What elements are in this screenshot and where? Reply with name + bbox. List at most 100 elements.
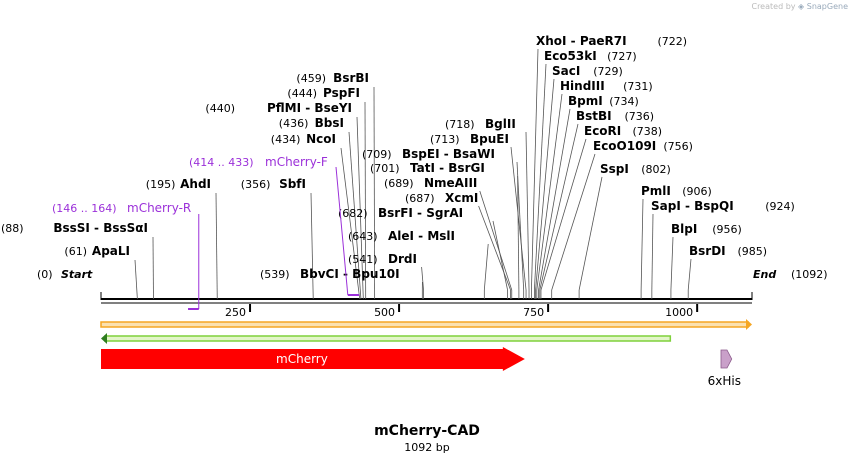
- site-coord: (956): [712, 223, 742, 236]
- site-connector: [551, 153, 596, 291]
- site-name: BpuEI: [470, 132, 509, 146]
- site-coord: (434): [271, 133, 301, 146]
- site-name: BstBI: [576, 109, 612, 123]
- primer-range: (146 .. 164): [52, 202, 117, 215]
- site-coord: (687): [405, 192, 435, 205]
- site-coord: (713): [430, 133, 460, 146]
- snapgene-logo-icon: ◈: [798, 2, 805, 11]
- forward-strand-bar: [100, 321, 749, 328]
- site-connector: [687, 258, 692, 291]
- site-connector: [483, 243, 489, 291]
- site-coord: (356): [241, 178, 271, 191]
- site-name: BbvCI - Bpu10I: [300, 267, 400, 281]
- site-coord: (722): [658, 35, 688, 48]
- primer-connector: [335, 166, 349, 296]
- site-connector: [310, 192, 314, 300]
- site-coord: (701): [370, 162, 400, 175]
- site-name: BssSI - BssSαI: [53, 221, 148, 235]
- site-coord: (436): [279, 117, 309, 130]
- site-coord: (195): [146, 178, 176, 191]
- site-coord: (440): [205, 102, 235, 115]
- site-coord: (729): [593, 65, 623, 78]
- site-connector: [531, 48, 539, 291]
- reverse-strand-arrowhead: [101, 333, 107, 344]
- site-name: HindIII: [560, 79, 605, 93]
- site-connector: [538, 108, 571, 291]
- site-name: Eco53kI: [544, 49, 597, 63]
- site-name: BpmI: [568, 94, 603, 108]
- site-name: AhdI: [180, 177, 211, 191]
- site-name: DrdI: [388, 252, 417, 266]
- site-name: EcoO109I: [593, 139, 656, 153]
- site-coord: (541): [348, 253, 378, 266]
- site-connector: [348, 131, 362, 300]
- site-name: BspEI - BsaWI: [402, 147, 495, 161]
- site-coord: (906): [682, 185, 712, 198]
- his-tag-feature: [720, 349, 733, 369]
- site-coord: (756): [663, 140, 693, 153]
- mcherry-feature-label: mCherry: [276, 352, 328, 366]
- site-coord: (689): [384, 177, 414, 190]
- site-name: XcmI: [445, 191, 478, 205]
- site-coord: (802): [641, 163, 671, 176]
- site-connector: [536, 93, 563, 291]
- site-coord: (61): [64, 245, 87, 258]
- site-name: SapI - BspQI: [651, 199, 734, 213]
- start-label: Start: [61, 268, 93, 281]
- credit-brand: SnapGene: [806, 2, 848, 11]
- site-name: BglII: [485, 117, 516, 131]
- reverse-strand-bar: [104, 335, 672, 342]
- scale-tick-label: 1000: [665, 306, 693, 319]
- site-coord: (709): [362, 148, 392, 161]
- mcherry-feature-arrow: [101, 347, 525, 371]
- site-coord: (643): [348, 230, 378, 243]
- site-coord: (682): [338, 207, 368, 220]
- site-name: PspFI: [323, 86, 360, 100]
- site-name: BsrBI: [333, 71, 369, 85]
- primer-name: mCherry-F: [265, 155, 328, 169]
- site-connector: [510, 146, 527, 291]
- site-connector: [364, 101, 367, 300]
- site-connector: [478, 205, 511, 291]
- site-connector: [517, 175, 520, 291]
- site-name: ApaLI: [92, 244, 130, 258]
- site-connector: [479, 190, 513, 291]
- site-coord: (718): [445, 118, 475, 131]
- scale-tick-label: 500: [374, 306, 395, 319]
- site-name: NcoI: [306, 132, 336, 146]
- scale-tick-label: 250: [225, 306, 246, 319]
- start-coord: (0): [37, 268, 53, 281]
- credit-prefix: Created by: [751, 2, 796, 11]
- site-connector: [535, 78, 555, 291]
- site-coord: (734): [609, 95, 639, 108]
- site-connector: [516, 161, 525, 291]
- site-name: EcoRI: [584, 124, 621, 138]
- snapgene-credit: Created by ◈ SnapGene: [751, 2, 848, 11]
- site-coord: (738): [633, 125, 663, 138]
- site-name: SspI: [600, 162, 629, 176]
- site-name: BbsI: [315, 116, 344, 130]
- site-connector: [651, 213, 654, 291]
- site-connector: [539, 123, 579, 291]
- site-name: AleI - MslI: [388, 229, 455, 243]
- site-coord: (736): [625, 110, 655, 123]
- site-connector: [134, 259, 138, 300]
- site-coord: (985): [738, 245, 768, 258]
- sequence-length: 1092 bp: [404, 441, 450, 454]
- primer-range: (414 .. 433): [189, 156, 254, 169]
- site-connector: [670, 236, 674, 291]
- site-connector: [340, 147, 361, 300]
- sequence-title: mCherry-CAD: [374, 423, 480, 439]
- primer-name: mCherry-R: [127, 201, 191, 215]
- forward-strand-arrowhead: [746, 319, 752, 330]
- site-coord: (88): [1, 222, 24, 235]
- site-name: XhoI - PaeR7I: [536, 34, 627, 48]
- site-connector: [525, 131, 530, 291]
- site-connector: [356, 116, 364, 300]
- site-coord: (459): [296, 72, 326, 85]
- site-coord: (727): [607, 50, 637, 63]
- site-name: PflMI - BseYI: [267, 101, 352, 115]
- site-connector: [640, 198, 644, 291]
- site-name: PmlI: [641, 184, 671, 198]
